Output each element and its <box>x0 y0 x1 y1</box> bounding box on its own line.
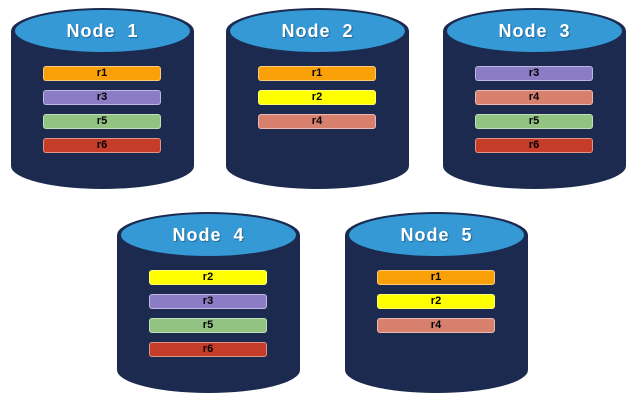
node-label: Node 5 <box>400 224 473 245</box>
replica-list: r1 r3 r5 r6 <box>43 66 161 153</box>
replica-bar-r4: r4 <box>258 114 376 129</box>
replica-bar-r1: r1 <box>377 270 495 285</box>
replica-bar-r5: r5 <box>475 114 593 129</box>
cylinder-top: Node 5 <box>349 214 524 256</box>
replica-bar-r2: r2 <box>258 90 376 105</box>
replica-list: r2 r3 r5 r6 <box>149 270 267 357</box>
cylinder-top: Node 3 <box>447 10 622 52</box>
node-cylinder: Node 5 r1 r2 r4 <box>345 212 528 393</box>
replica-bar-r3: r3 <box>149 294 267 309</box>
replica-bar-r2: r2 <box>377 294 495 309</box>
replica-bar-r3: r3 <box>43 90 161 105</box>
node-cylinder: Node 4 r2 r3 r5 r6 <box>117 212 300 393</box>
replica-list: r3 r4 r5 r6 <box>475 66 593 153</box>
node-label: Node 1 <box>66 20 139 41</box>
node-label: Node 3 <box>498 20 571 41</box>
replica-bar-r3: r3 <box>475 66 593 81</box>
replica-bar-r4: r4 <box>377 318 495 333</box>
node-label: Node 2 <box>281 20 354 41</box>
replica-bar-r4: r4 <box>475 90 593 105</box>
replica-bar-r1: r1 <box>258 66 376 81</box>
replica-list: r1 r2 r4 <box>258 66 376 129</box>
replica-list: r1 r2 r4 <box>377 270 495 333</box>
cylinder-top: Node 1 <box>15 10 190 52</box>
node-label: Node 4 <box>172 224 245 245</box>
node-cylinder: Node 3 r3 r4 r5 r6 <box>443 8 626 189</box>
replica-bar-r6: r6 <box>149 342 267 357</box>
node-cylinder: Node 1 r1 r3 r5 r6 <box>11 8 194 189</box>
replica-bar-r6: r6 <box>43 138 161 153</box>
replica-bar-r5: r5 <box>43 114 161 129</box>
replica-bar-r6: r6 <box>475 138 593 153</box>
replica-bar-r5: r5 <box>149 318 267 333</box>
node-cylinder: Node 2 r1 r2 r4 <box>226 8 409 189</box>
cylinder-top: Node 4 <box>121 214 296 256</box>
replica-bar-r1: r1 <box>43 66 161 81</box>
cylinder-top: Node 2 <box>230 10 405 52</box>
replica-bar-r2: r2 <box>149 270 267 285</box>
